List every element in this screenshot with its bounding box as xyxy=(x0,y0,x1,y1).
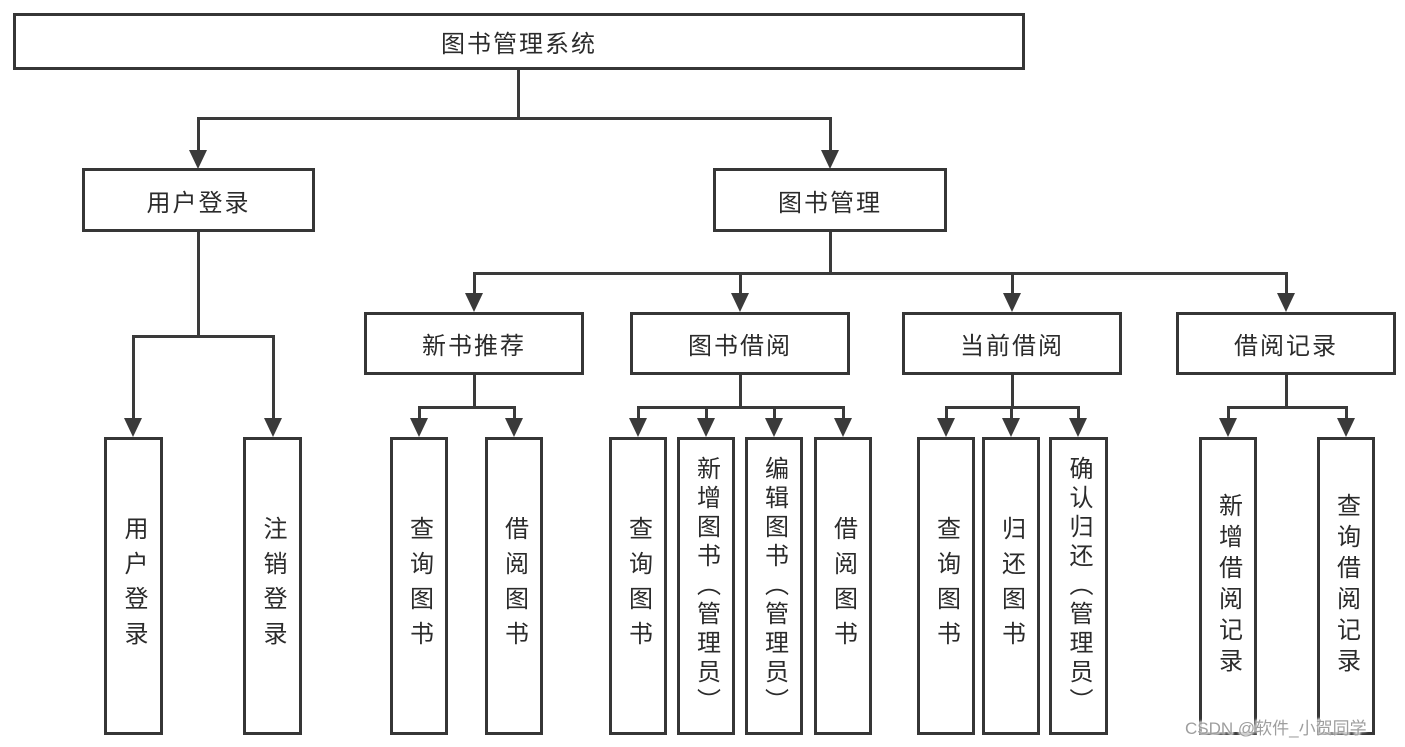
arrow-down-icon xyxy=(264,418,282,437)
connector-hline xyxy=(473,272,1287,275)
arrow-down-icon xyxy=(765,418,783,437)
arrow-down-icon xyxy=(697,418,715,437)
connector-vline xyxy=(418,406,421,419)
arrow-down-icon xyxy=(1069,418,1087,437)
connector-hline xyxy=(418,406,516,409)
connector-hline xyxy=(132,335,275,338)
node-book-borrowing: 图书借阅 xyxy=(630,312,850,375)
connector-vline xyxy=(739,272,742,294)
arrow-down-icon xyxy=(410,418,428,437)
node-nr-query-books-label: 查询图书 xyxy=(405,516,433,656)
node-nr-query-books: 查询图书 xyxy=(390,437,448,735)
node-bb-query-books: 查询图书 xyxy=(609,437,667,735)
node-new-book-recommend: 新书推荐 xyxy=(364,312,584,375)
arrow-down-icon xyxy=(821,150,839,169)
connector-hline xyxy=(637,406,845,409)
connector-vline xyxy=(272,335,275,420)
node-bb-edit-books-admin: 编辑图书（管理员） xyxy=(745,437,803,735)
arrow-down-icon xyxy=(1277,293,1295,312)
connector-vline xyxy=(1345,406,1348,419)
node-login-action: 用户登录 xyxy=(104,437,163,735)
arrow-down-icon xyxy=(834,418,852,437)
node-cb-query-books: 查询图书 xyxy=(917,437,975,735)
node-user-login: 用户登录 xyxy=(82,168,315,232)
node-cb-return-books-label: 归还图书 xyxy=(997,516,1025,656)
node-bb-query-books-label: 查询图书 xyxy=(624,516,652,656)
node-br-add-record: 新增借阅记录 xyxy=(1199,437,1257,735)
node-logout-action-label: 注销登录 xyxy=(259,516,286,656)
node-new-book-recommend-label: 新书推荐 xyxy=(422,333,526,360)
node-cb-confirm-return-admin-label: 确认归还（管理员） xyxy=(1065,455,1092,717)
connector-vline xyxy=(1011,375,1014,408)
node-book-management: 图书管理 xyxy=(713,168,947,232)
connector-vline xyxy=(842,406,845,419)
node-book-borrowing-label: 图书借阅 xyxy=(688,333,792,360)
node-bb-borrow-books-label: 借阅图书 xyxy=(829,516,857,656)
connector-vline xyxy=(1077,406,1080,419)
connector-hline xyxy=(197,117,832,120)
node-br-query-record-label: 查询借阅记录 xyxy=(1332,493,1360,679)
node-br-add-record-label: 新增借阅记录 xyxy=(1214,493,1242,679)
connector-hline xyxy=(1227,406,1348,409)
arrow-down-icon xyxy=(1337,418,1355,437)
node-bb-add-books-admin-label: 新增图书（管理员） xyxy=(692,455,720,717)
connector-vline xyxy=(132,335,135,420)
node-bb-borrow-books: 借阅图书 xyxy=(814,437,872,735)
connector-vline xyxy=(705,406,708,419)
connector-vline xyxy=(197,232,200,337)
connector-vline xyxy=(1010,406,1013,419)
arrow-down-icon xyxy=(1002,418,1020,437)
connector-vline xyxy=(739,375,742,408)
arrow-down-icon xyxy=(629,418,647,437)
node-bb-edit-books-admin-label: 编辑图书（管理员） xyxy=(760,455,788,717)
node-book-management-label: 图书管理 xyxy=(778,189,882,217)
arrow-down-icon xyxy=(1219,418,1237,437)
connector-vline xyxy=(773,406,776,419)
arrow-down-icon xyxy=(937,418,955,437)
connector-vline xyxy=(829,117,832,150)
arrow-down-icon xyxy=(124,418,142,437)
arrow-down-icon xyxy=(731,293,749,312)
connector-vline xyxy=(1227,406,1230,419)
node-borrow-records-label: 借阅记录 xyxy=(1234,333,1338,360)
connector-vline xyxy=(473,375,476,408)
node-cb-confirm-return-admin: 确认归还（管理员） xyxy=(1049,437,1108,735)
node-logout-action: 注销登录 xyxy=(243,437,302,735)
watermark: CSDN @软件_小贺同学 xyxy=(1185,719,1367,738)
connector-vline xyxy=(513,406,516,419)
node-login-action-label: 用户登录 xyxy=(120,516,147,656)
connector-vline xyxy=(1011,272,1014,294)
node-nr-borrow-books: 借阅图书 xyxy=(485,437,543,735)
connector-vline xyxy=(473,272,476,294)
node-current-borrowing: 当前借阅 xyxy=(902,312,1122,375)
connector-vline xyxy=(1285,375,1288,408)
node-cb-query-books-label: 查询图书 xyxy=(932,516,960,656)
connector-vline xyxy=(637,406,640,419)
node-cb-return-books: 归还图书 xyxy=(982,437,1040,735)
connector-vline xyxy=(517,70,520,119)
node-br-query-record: 查询借阅记录 xyxy=(1317,437,1375,735)
arrow-down-icon xyxy=(465,293,483,312)
arrow-down-icon xyxy=(1003,293,1021,312)
connector-vline xyxy=(829,232,832,274)
node-root: 图书管理系统 xyxy=(13,13,1025,70)
node-current-borrowing-label: 当前借阅 xyxy=(960,333,1064,360)
node-nr-borrow-books-label: 借阅图书 xyxy=(500,516,528,656)
node-borrow-records: 借阅记录 xyxy=(1176,312,1396,375)
connector-vline xyxy=(1285,272,1288,294)
arrow-down-icon xyxy=(505,418,523,437)
arrow-down-icon xyxy=(189,150,207,169)
node-user-login-label: 用户登录 xyxy=(146,189,251,217)
connector-vline xyxy=(945,406,948,419)
node-root-label: 图书管理系统 xyxy=(441,31,597,58)
connector-vline xyxy=(197,117,200,150)
node-bb-add-books-admin: 新增图书（管理员） xyxy=(677,437,735,735)
